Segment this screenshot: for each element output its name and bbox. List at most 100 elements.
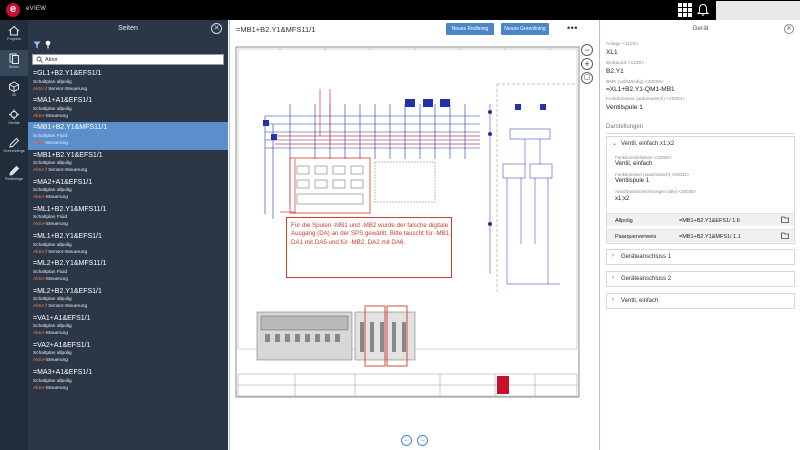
link-row-paarquerverweis[interactable]: Paarquerverweis =MB1+B2.Y1&MFS1/ 1.1	[607, 229, 794, 242]
search-highlight: Aktor	[33, 385, 45, 391]
accordion-header[interactable]: › Geräteanschluss 1	[607, 250, 794, 264]
search-highlight: Aktor	[33, 168, 45, 174]
page-type: Schaltplan allpolig	[33, 297, 72, 302]
accordion-geraeteanschluss-1[interactable]: › Geräteanschluss 1	[606, 249, 795, 265]
page-name: =VA2+A1&EFS1/1	[33, 341, 91, 349]
rail-item-redlinings[interactable]: Redlinings	[0, 162, 28, 188]
darstellungen-label: Darstellungen	[606, 124, 644, 130]
page-type: Schaltplan allpolig	[33, 242, 72, 248]
page-function: Aktor-Steuerung	[33, 358, 68, 363]
accordion-header[interactable]: › Ventil, einfach	[607, 294, 794, 308]
rail-item-greenlinings[interactable]: Greenlinings	[0, 134, 28, 160]
cube-icon	[9, 81, 19, 92]
page-function-rest: -Steuerung	[44, 113, 68, 119]
search-highlight: Aktor	[33, 358, 45, 364]
pages-panel-title: Seiten	[118, 25, 138, 32]
app-grid-icon[interactable]	[678, 3, 692, 17]
page-function: Aktor-Steuerung	[33, 114, 68, 119]
rail-label: 3D	[11, 93, 17, 97]
rail-item-projekte[interactable]: Projekte	[0, 22, 28, 48]
prop-value: Ventilspule 1	[606, 104, 643, 111]
zoom-in-icon[interactable]: +	[581, 58, 593, 70]
accordion-ventil-einfach[interactable]: › Ventil, einfach	[606, 293, 795, 309]
pages-icon	[9, 53, 19, 64]
pin-icon[interactable]	[44, 40, 52, 51]
folder-icon[interactable]	[781, 216, 789, 223]
new-greenlining-button[interactable]: Neues Greenlining	[501, 23, 549, 35]
filter-icon[interactable]	[33, 41, 41, 51]
link-value: =MB1+B2.Y1&MFS1/ 1.1	[679, 233, 741, 240]
bell-icon[interactable]	[696, 3, 710, 17]
page-function-rest: -Steuerung	[44, 385, 68, 391]
field-label: Anschlussbezeichnungen (alle) <20038>	[615, 189, 697, 194]
search-highlight: Aktor	[33, 222, 45, 228]
page-type: Schaltplan Fluid	[33, 215, 68, 221]
chevron-right-icon: ›	[612, 275, 614, 281]
divider	[606, 133, 795, 134]
user-menu[interactable]	[716, 1, 800, 20]
page-type: Schaltplan allpolig	[33, 161, 72, 167]
pages-panel-header: Seiten ✕	[28, 20, 228, 38]
accordion-ventil-open: ⌄ Ventil, einfach x1;x2 Funktionsdefinit…	[606, 136, 795, 244]
search-highlight: Aktor	[33, 113, 45, 119]
new-redlining-button[interactable]: Neues Redlining	[446, 23, 494, 35]
rail-item-seiten[interactable]: Seiten	[0, 50, 28, 76]
search-box	[32, 54, 224, 65]
page-name: =GL1+B2.Y1&EFS1/1	[33, 70, 102, 77]
app-name: eVIEW	[26, 6, 47, 12]
accordion-header[interactable]: › Geräteanschluss 2	[607, 272, 794, 286]
more-options-icon[interactable]: •••	[567, 23, 578, 33]
eplan-logo: e	[6, 3, 20, 17]
accordion-title: Geräteanschluss 2	[621, 275, 672, 282]
rail-item-geraete[interactable]: Geräte	[0, 106, 28, 132]
next-page-icon[interactable]: →	[417, 435, 428, 446]
rail-label: Greenlinings	[3, 149, 25, 153]
accordion-geraeteanschluss-2[interactable]: › Geräteanschluss 2	[606, 271, 795, 287]
rail-label: Geräte	[8, 121, 20, 125]
page-type: Schaltplan Fluid	[33, 133, 68, 139]
close-icon[interactable]: ✕	[211, 23, 222, 34]
page-function-rest: / Sensor-Steuerung	[44, 168, 88, 174]
page-function: Aktor-Steuerung	[33, 277, 68, 282]
search-highlight: Aktor	[33, 249, 45, 255]
search-highlight: Aktor	[33, 276, 45, 282]
folder-icon[interactable]	[781, 232, 789, 239]
accordion-title: Ventil, einfach x1;x2	[621, 140, 675, 147]
page-function-rest: / Sensor-Steuerung	[44, 86, 88, 92]
pencil-red-icon	[9, 165, 20, 176]
page-name: =MB1+B2.Y1&EFS1/1	[33, 151, 103, 159]
link-row-allpolig[interactable]: Allpolig =MB1+B2.Y1&EFS1/ 1.6	[607, 213, 794, 226]
close-icon[interactable]: ✕	[784, 24, 794, 34]
pencil-green-icon	[9, 137, 20, 148]
redlining-note-text: Für die Spulen -MB1 und -MB2 wurde der f…	[291, 222, 451, 246]
page-navigation: ← →	[401, 435, 433, 447]
chevron-down-icon: ⌄	[612, 141, 618, 147]
fit-page-icon[interactable]: ▢	[581, 72, 593, 84]
redlining-note[interactable]: Für die Spulen -MB1 und -MB2 wurde der f…	[286, 217, 452, 278]
previous-page-icon[interactable]: ←	[401, 435, 412, 446]
prop-label: Anlage <1120>	[606, 42, 639, 47]
page-function-rest: -Steuerung	[44, 195, 68, 201]
zoom-out-icon[interactable]: −	[581, 44, 593, 56]
page-function: Aktor-Steuerung	[33, 331, 68, 336]
rail-item-3d[interactable]: 3D	[0, 78, 28, 104]
search-input[interactable]	[45, 55, 221, 64]
accordion-header[interactable]: ⌄ Ventil, einfach x1;x2	[607, 137, 794, 151]
page-name: =MA1+A1&EFS1/1	[33, 97, 93, 105]
search-highlight: Aktor	[33, 195, 45, 201]
search-highlight: Aktor	[33, 140, 45, 146]
page-name: =MB1+B2.Y1&MFS11/1	[33, 124, 108, 132]
